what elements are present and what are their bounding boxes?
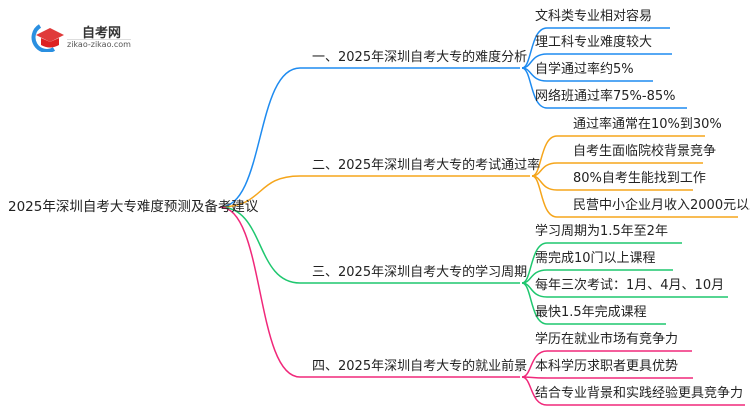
branch-topic: 二、2025年深圳自考大专的考试通过率 [312, 158, 541, 173]
leaf-topic: 本科学历求职者更具优势 [535, 359, 679, 374]
leaf-topic: 结合专业背景和实践经验更具竞争力 [535, 386, 744, 401]
leaf-topic: 自学通过率约5% [535, 62, 634, 77]
leaf-topic: 最快1.5年完成课程 [535, 305, 647, 320]
logo: 自考网 zikao-zikao.com [30, 22, 140, 53]
leaf-topic: 文科类专业相对容易 [535, 9, 653, 24]
branch-connector [219, 67, 520, 208]
leaf-connector [531, 175, 738, 218]
root-topic: 2025年深圳自考大专难度预测及备考建议 [8, 199, 259, 215]
leaf-connector [521, 269, 673, 284]
branch-topic: 四、2025年深圳自考大专的就业前景 [312, 359, 528, 374]
branch-connector [219, 206, 520, 378]
leaf-connector [521, 376, 745, 406]
leaf-connector [521, 376, 693, 379]
logo-name: 自考网 [82, 26, 122, 41]
leaf-topic: 需完成10门以上课程 [535, 251, 656, 266]
leaf-connector [521, 350, 692, 378]
leaf-topic: 自考生面临院校背景竞争 [573, 144, 717, 159]
leaf-topic: 学习周期为1.5年至2年 [535, 224, 668, 239]
logo-url: zikao-zikao.com [67, 39, 131, 49]
leaf-connector [521, 282, 666, 325]
leaf-topic: 每年三次考试：1月、4月、10月 [535, 278, 725, 293]
leaf-topic: 80%自考生能找到工作 [573, 171, 706, 186]
branch-topic: 三、2025年深圳自考大专的学习周期 [312, 265, 528, 280]
leaf-connector [521, 53, 672, 69]
leaf-topic: 学历在就业市场有竞争力 [535, 332, 679, 347]
branch-topic: 一、2025年深圳自考大专的难度分析 [312, 50, 528, 65]
branch-connector [219, 175, 530, 208]
leaf-connector [521, 67, 687, 109]
leaf-topic: 民营中小企业月收入2000元以上 [573, 198, 750, 213]
leaf-topic: 理工科专业难度较大 [535, 35, 653, 50]
leaf-connector [531, 162, 703, 177]
graduation-cap-icon [31, 24, 64, 53]
branch-connector [219, 206, 520, 284]
leaf-topic: 通过率通常在10%到30% [573, 117, 722, 132]
leaf-topic: 网络班通过率75%-85% [535, 89, 676, 104]
